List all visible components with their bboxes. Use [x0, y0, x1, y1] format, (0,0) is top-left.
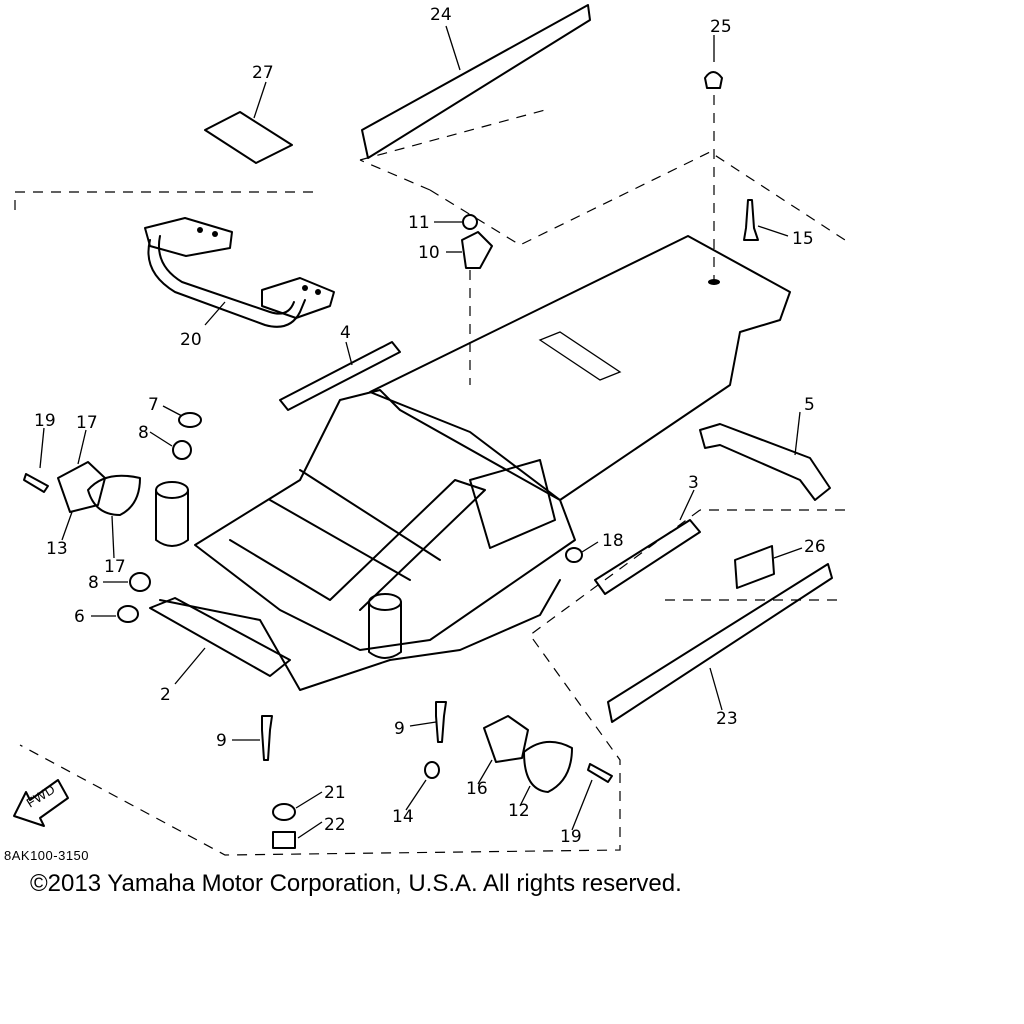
callout-11: 11 [408, 213, 430, 233]
part-8-bushing-lower [129, 572, 151, 592]
callout-4: 4 [340, 323, 351, 343]
spindle-housing-right [368, 593, 402, 659]
part-20-bumper [144, 217, 335, 328]
tunnel-deck-plate [369, 235, 791, 501]
callout-9-left: 9 [216, 731, 227, 751]
part-13-gasket [57, 461, 106, 513]
part-26-decal [734, 545, 775, 589]
inner-boundary-dash [359, 109, 845, 601]
part-9-bolt-right [435, 701, 447, 743]
part-21-cap [272, 803, 296, 821]
callout-10: 10 [418, 243, 440, 263]
callout-18: 18 [602, 531, 624, 551]
fwd-label: FWD [24, 781, 58, 810]
part-19-screw-right [587, 763, 613, 783]
part-11-nut [462, 214, 478, 230]
part-18-grommet [565, 547, 583, 563]
callout-16: 16 [466, 779, 488, 799]
callout-27: 27 [252, 63, 274, 83]
leader-lines [39, 25, 803, 839]
part-3-bracket [594, 519, 701, 595]
part-22-nut [272, 831, 296, 849]
part-6-bushing [117, 605, 139, 623]
callout-17-upper: 17 [76, 413, 98, 433]
callout-19-left: 19 [34, 411, 56, 431]
callout-2: 2 [160, 685, 171, 705]
part-7-bushing [178, 412, 202, 428]
part-2-front-bar [149, 597, 291, 677]
callout-22: 22 [324, 815, 346, 835]
part-17-gasket [87, 474, 141, 516]
callout-20: 20 [180, 330, 202, 350]
part-19-screw-left [23, 473, 49, 493]
callout-14: 14 [392, 807, 414, 827]
callout-8-upper: 8 [138, 423, 149, 443]
callout-21: 21 [324, 783, 346, 803]
part-15-pin [743, 199, 759, 241]
part-10-bracket [461, 231, 493, 269]
part-23-strip [607, 563, 833, 723]
part-8-bushing-upper [172, 440, 192, 460]
copyright-notice: ©2013 Yamaha Motor Corporation, U.S.A. A… [30, 870, 682, 897]
part-16-gasket [483, 715, 529, 763]
fwd-arrow-icon: FWD [13, 779, 69, 827]
part-12-gasket [523, 741, 573, 793]
callout-12: 12 [508, 801, 530, 821]
callout-7: 7 [148, 395, 159, 415]
callout-6: 6 [74, 607, 85, 627]
part-25-cap [704, 71, 723, 290]
part-27-plate [204, 111, 293, 164]
callout-19-right: 19 [560, 827, 582, 847]
callout-17-lower: 17 [104, 557, 126, 577]
callout-8-lower: 8 [88, 573, 99, 593]
spindle-housing-left [155, 481, 189, 547]
exploded-parts-diagram: FWD [4, 4, 846, 863]
part-24-strip [361, 4, 591, 159]
callout-24: 24 [430, 5, 452, 25]
part-14-washer [424, 761, 440, 779]
part-4-bracket [279, 341, 401, 411]
callout-3: 3 [688, 473, 699, 493]
assembly-boundary-dash [14, 151, 846, 856]
callout-15: 15 [792, 229, 814, 249]
callout-25: 25 [710, 17, 732, 37]
part-9-bolt-left [261, 715, 273, 761]
callout-5: 5 [804, 395, 815, 415]
reference-code: 8AK100-3150 [4, 848, 89, 863]
chassis-frame [159, 389, 576, 691]
callout-23: 23 [716, 709, 738, 729]
callout-9-right: 9 [394, 719, 405, 739]
part-5-rear-bar [699, 423, 831, 501]
callout-26: 26 [804, 537, 826, 557]
callout-13: 13 [46, 539, 68, 559]
